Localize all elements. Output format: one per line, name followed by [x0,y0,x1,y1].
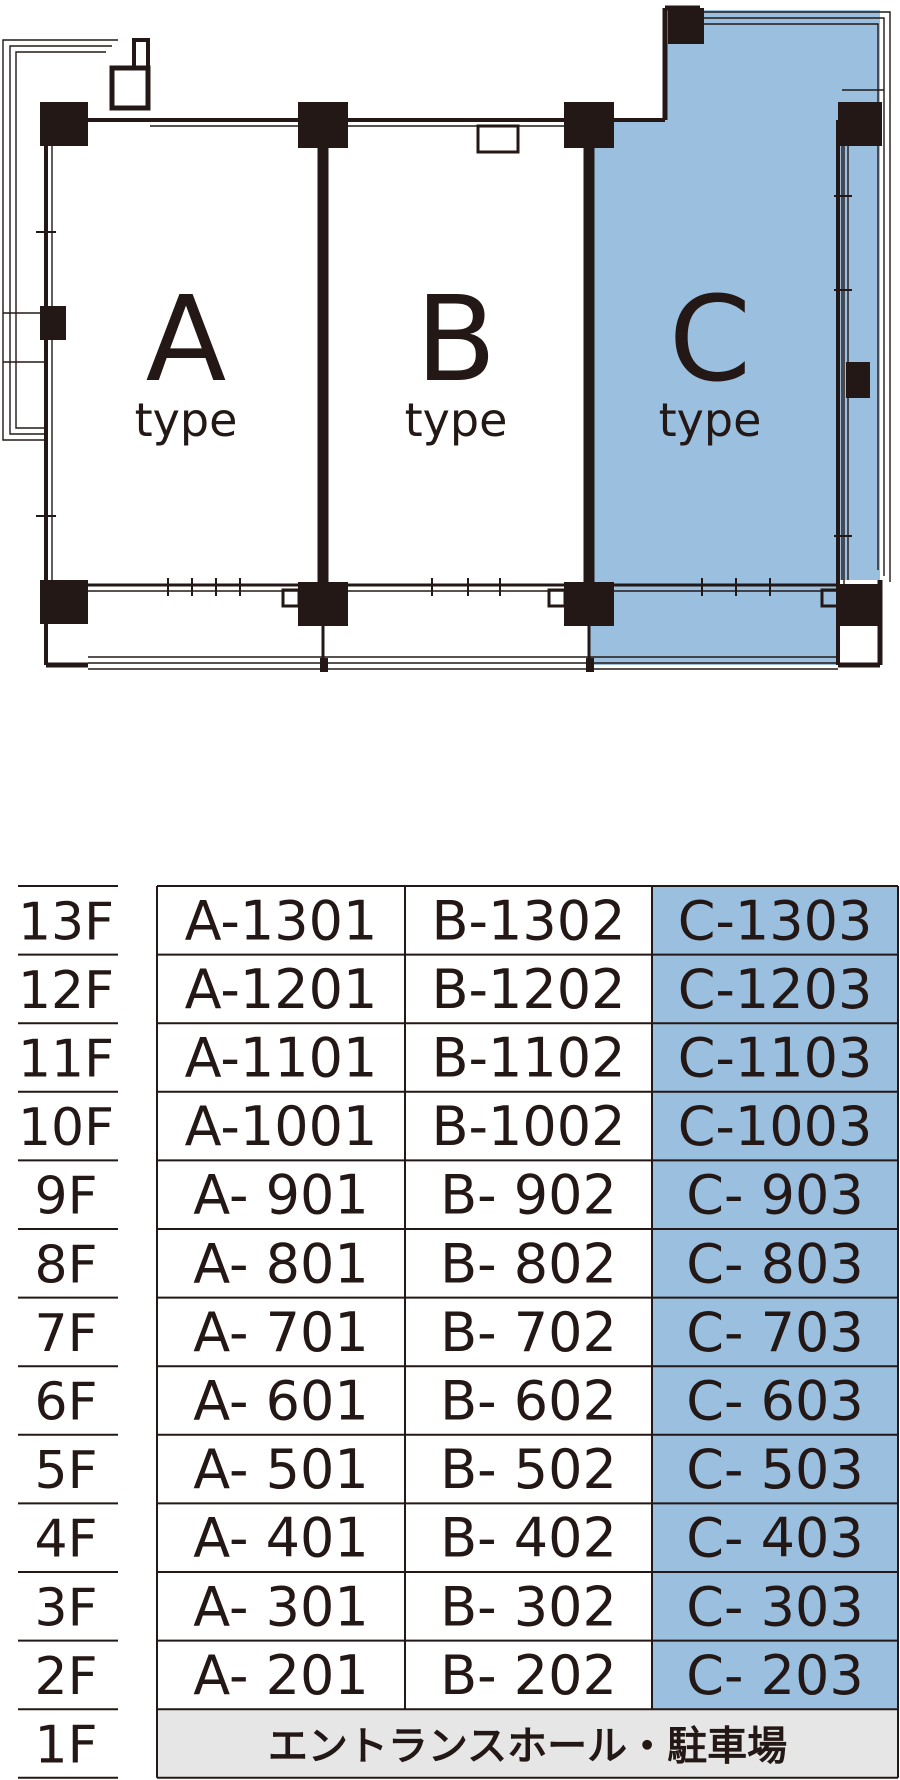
floor-label: 13F [18,892,114,952]
unit-cell: A- 401 [193,1507,368,1570]
unit-cell: B- 202 [440,1644,617,1707]
unit-cell: A- 501 [193,1438,368,1501]
floor-label: 11F [18,1030,114,1090]
unit-cell: B- 402 [440,1507,617,1570]
unit-cell: A-1301 [185,889,378,952]
floor-label: 4F [35,1510,98,1570]
floor-plan: A type B type C type [2,5,891,672]
unit-cell: C- 403 [686,1507,863,1570]
unit-cell: B- 502 [440,1438,617,1501]
floor-label: 12F [18,961,114,1021]
unit-cell: C- 903 [686,1164,863,1227]
unit-cell: C- 603 [686,1370,863,1433]
unit-cell: A-1001 [185,1095,378,1158]
unit-cell: B- 802 [440,1232,617,1295]
unit-cell: B- 702 [440,1301,617,1364]
balcony-bottom [88,656,838,670]
unit-cell: B-1302 [432,889,626,952]
unit-cell: A- 701 [193,1301,368,1364]
unit-cell: A-1201 [185,958,378,1021]
unit-cell: A- 601 [193,1370,368,1433]
unit-cell: A- 801 [193,1232,368,1295]
unit-cell: A- 301 [193,1575,368,1638]
unit-cell: C- 203 [686,1644,863,1707]
unit-cell: B-1102 [432,1027,626,1090]
unit-b-letter: B [416,270,497,408]
unit-cell: B- 602 [440,1370,617,1433]
unit-a-letter: A [146,270,227,408]
unit-cell: C- 303 [686,1575,863,1638]
unit-a-type: type [135,393,238,447]
unit-cell: B-1202 [432,958,626,1021]
fixtures [281,15,840,608]
unit-cell: A- 901 [193,1164,368,1227]
unit-c-letter: C [669,270,751,408]
unit-cell: A-1101 [185,1027,378,1090]
ground-floor-cell [157,1709,898,1778]
floor-label: 8F [35,1235,98,1295]
unit-cell: C-1203 [678,958,873,1021]
floor-label: 6F [35,1373,98,1433]
unit-c-type: type [659,393,762,447]
unit-cell: C-1103 [678,1027,873,1090]
unit-cell: C- 503 [686,1438,863,1501]
balcony-left [2,39,118,441]
floor-label: 2F [35,1647,98,1707]
unit-cell: B-1002 [432,1095,626,1158]
unit-cell: B- 302 [440,1575,617,1638]
unit-cell: C-1003 [678,1095,873,1158]
unit-cell: A- 201 [193,1644,368,1707]
unit-c-highlight [590,10,880,665]
floor-label: 3F [35,1578,98,1638]
floor-label: 10F [18,1098,114,1158]
unit-cell: C-1303 [678,889,873,952]
floor-label: 1F [35,1716,98,1776]
stair-box [109,38,151,111]
unit-cell: C- 703 [686,1301,863,1364]
unit-cell: B- 902 [440,1164,617,1227]
floor-label: 7F [35,1304,98,1364]
floor-label: 5F [35,1441,98,1501]
unit-b-type: type [405,393,508,447]
ground-floor-label: エントランスホール・駐車場 [268,1724,787,1770]
unit-cell: C- 803 [686,1232,863,1295]
window-marks [36,195,852,596]
columns [40,8,882,672]
floor-label: 9F [35,1167,98,1227]
